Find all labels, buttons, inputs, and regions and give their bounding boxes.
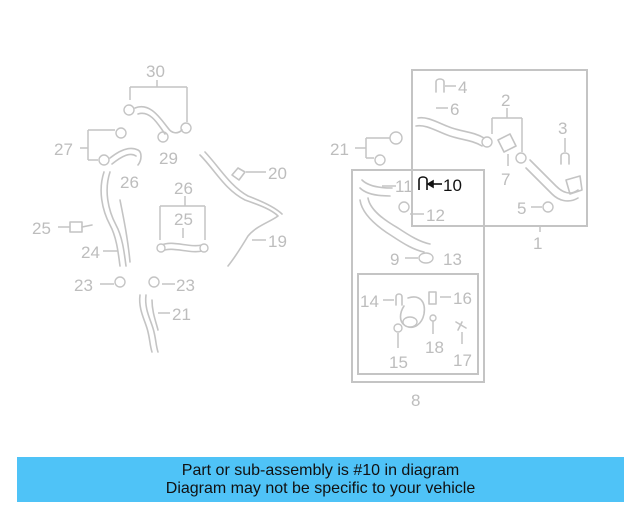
callout-8: 8 bbox=[411, 391, 420, 410]
callout-29: 27 bbox=[54, 140, 73, 159]
callout-bracket-29 bbox=[80, 129, 115, 161]
info-banner: Part or sub-assembly is #10 in diagram D… bbox=[17, 457, 624, 502]
callout-31: 30 bbox=[146, 62, 165, 81]
callout-10: 10 bbox=[443, 176, 462, 195]
clamp-part bbox=[98, 104, 192, 166]
callout-28: 26 bbox=[120, 173, 139, 192]
pipe-part-21 bbox=[138, 294, 153, 353]
assembly-box-8 bbox=[351, 169, 485, 383]
callout-16: 16 bbox=[453, 289, 472, 308]
highlighted-part-10 bbox=[418, 176, 428, 190]
callout-5: 5 bbox=[517, 199, 526, 218]
callout-30: 29 bbox=[159, 149, 178, 168]
callout-19: 19 bbox=[268, 232, 287, 251]
callout-23b: 23 bbox=[176, 276, 195, 295]
hose-part-11 bbox=[359, 179, 393, 197]
banner-line-1: Part or sub-assembly is #10 in diagram bbox=[181, 461, 460, 479]
callout-bracket-27-26 bbox=[159, 196, 206, 240]
hose-part-1 bbox=[417, 116, 485, 139]
callout-bracket-31 bbox=[129, 80, 188, 122]
callout-9: 9 bbox=[390, 250, 399, 269]
callout-7: 7 bbox=[501, 170, 510, 189]
pipe-part-19 bbox=[199, 154, 279, 267]
callout-18: 18 bbox=[425, 338, 444, 357]
callout-15: 15 bbox=[389, 353, 408, 372]
tube-part-24 bbox=[100, 171, 121, 267]
callout-21: 21 bbox=[172, 305, 191, 324]
hose-part-3 bbox=[529, 159, 579, 194]
hose-part-30 bbox=[134, 105, 183, 134]
callout-bracket-22 bbox=[355, 137, 390, 159]
callout-17: 17 bbox=[453, 351, 472, 370]
callout-3: 3 bbox=[558, 119, 567, 138]
hose-part-28 bbox=[109, 147, 142, 166]
housing-part bbox=[399, 296, 426, 329]
callout-13: 13 bbox=[443, 250, 462, 269]
callout-14: 14 bbox=[360, 292, 379, 311]
callout-26: 25 bbox=[174, 210, 193, 229]
assembly-box-13 bbox=[357, 273, 479, 375]
callout-20: 20 bbox=[268, 164, 287, 183]
callout-11: 11 bbox=[395, 177, 413, 196]
callout-27: 26 bbox=[174, 179, 193, 198]
banner-line-2: Diagram may not be specific to your vehi… bbox=[165, 479, 476, 497]
callout-2: 2 bbox=[501, 91, 510, 110]
callout-23a: 23 bbox=[74, 276, 93, 295]
callout-bracket-2 bbox=[491, 108, 523, 152]
callout-4: 4 bbox=[458, 78, 467, 97]
assembly-box-1-outer bbox=[411, 69, 588, 227]
callout-1: 1 bbox=[533, 234, 542, 253]
callout-6: 6 bbox=[450, 100, 459, 119]
callout-25: 25 bbox=[32, 219, 51, 238]
callout-22: 21 bbox=[330, 140, 349, 159]
callout-24: 24 bbox=[81, 243, 100, 262]
callout-12: 12 bbox=[426, 206, 445, 225]
